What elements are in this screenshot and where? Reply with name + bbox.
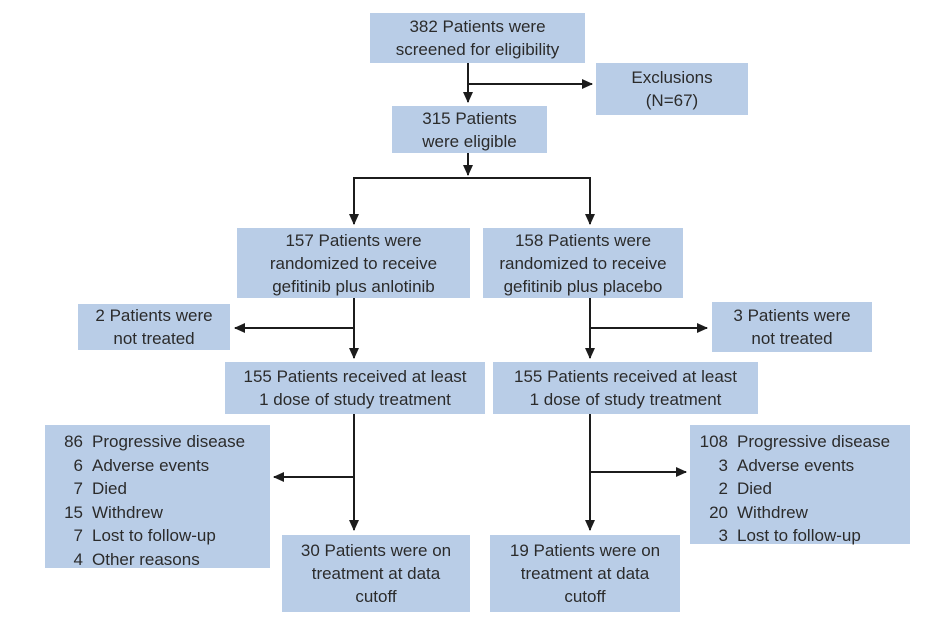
flow-box-discontinued-left: 86 Progressive disease 6 Adverse events 7 Die…	[45, 425, 270, 569]
flow-box-discontinued-right: 108 Progressive disease 3 Adverse events 2 Di…	[690, 425, 910, 545]
reason-row: 3 Adverse events	[696, 454, 908, 478]
reason-row: 15 Withdrew	[51, 501, 268, 525]
flow-box-randomized-anlotinib: 157 Patients were randomized to receive …	[237, 228, 470, 298]
reason-row: 7 Lost to follow-up	[51, 524, 268, 548]
reason-label: Other reasons	[92, 549, 200, 569]
reason-row: 6 Adverse events	[51, 454, 268, 478]
reason-row: 86 Progressive disease	[51, 430, 268, 454]
reason-count: 7	[73, 526, 83, 545]
reason-count: 86	[64, 432, 83, 451]
reason-label: Died	[737, 479, 772, 498]
flow-box-dosed-left: 155 Patients received at least 1 dose of…	[225, 362, 485, 414]
flow-box-randomized-placebo: 158 Patients were randomized to receive …	[483, 228, 683, 298]
reason-row: 3 Lost to follow-up	[696, 524, 908, 548]
reason-count: 2	[718, 479, 728, 498]
reason-count: 4	[73, 549, 83, 569]
flow-box-eligible: 315 Patients were eligible	[392, 106, 547, 153]
reason-row: 7 Died	[51, 477, 268, 501]
reason-row: 20 Withdrew	[696, 501, 908, 525]
flow-box-on-treatment-right: 19 Patients were on treatment at data cu…	[490, 535, 680, 612]
reason-count: 7	[73, 479, 83, 498]
reason-label: Adverse events	[92, 455, 210, 475]
reason-label: Progressive disease	[737, 432, 891, 451]
flow-box-on-treatment-left: 30 Patients were on treatment at data cu…	[282, 535, 470, 612]
reason-label: Lost to follow-up	[92, 526, 216, 545]
flow-box-not-treated-right: 3 Patients were not treated	[712, 302, 872, 352]
reason-label: Withdrew	[92, 502, 163, 522]
flow-box-dosed-right: 155 Patients received at least 1 dose of…	[493, 362, 758, 414]
reason-count: 3	[718, 455, 728, 475]
flow-box-not-treated-left: 2 Patients were not treated	[78, 304, 230, 350]
reason-label: Lost to follow-up	[737, 526, 861, 545]
reason-count: 20	[709, 502, 728, 522]
reason-row: 4 Other reasons	[51, 548, 268, 572]
reason-label: Died	[92, 479, 127, 498]
reason-label: Progressive disease	[92, 432, 246, 451]
reason-row: 108 Progressive disease	[696, 430, 908, 454]
reason-count: 3	[718, 526, 728, 545]
reason-count: 15	[64, 502, 83, 522]
reason-count: 108	[699, 432, 728, 451]
reason-label: Adverse events	[737, 455, 855, 475]
reason-label: Withdrew	[737, 502, 808, 522]
reason-count: 6	[73, 455, 83, 475]
flow-box-screened: 382 Patients were screened for eligibili…	[370, 13, 585, 63]
reason-row: 2 Died	[696, 477, 908, 501]
flow-box-exclusions: Exclusions (N=67)	[596, 63, 748, 115]
